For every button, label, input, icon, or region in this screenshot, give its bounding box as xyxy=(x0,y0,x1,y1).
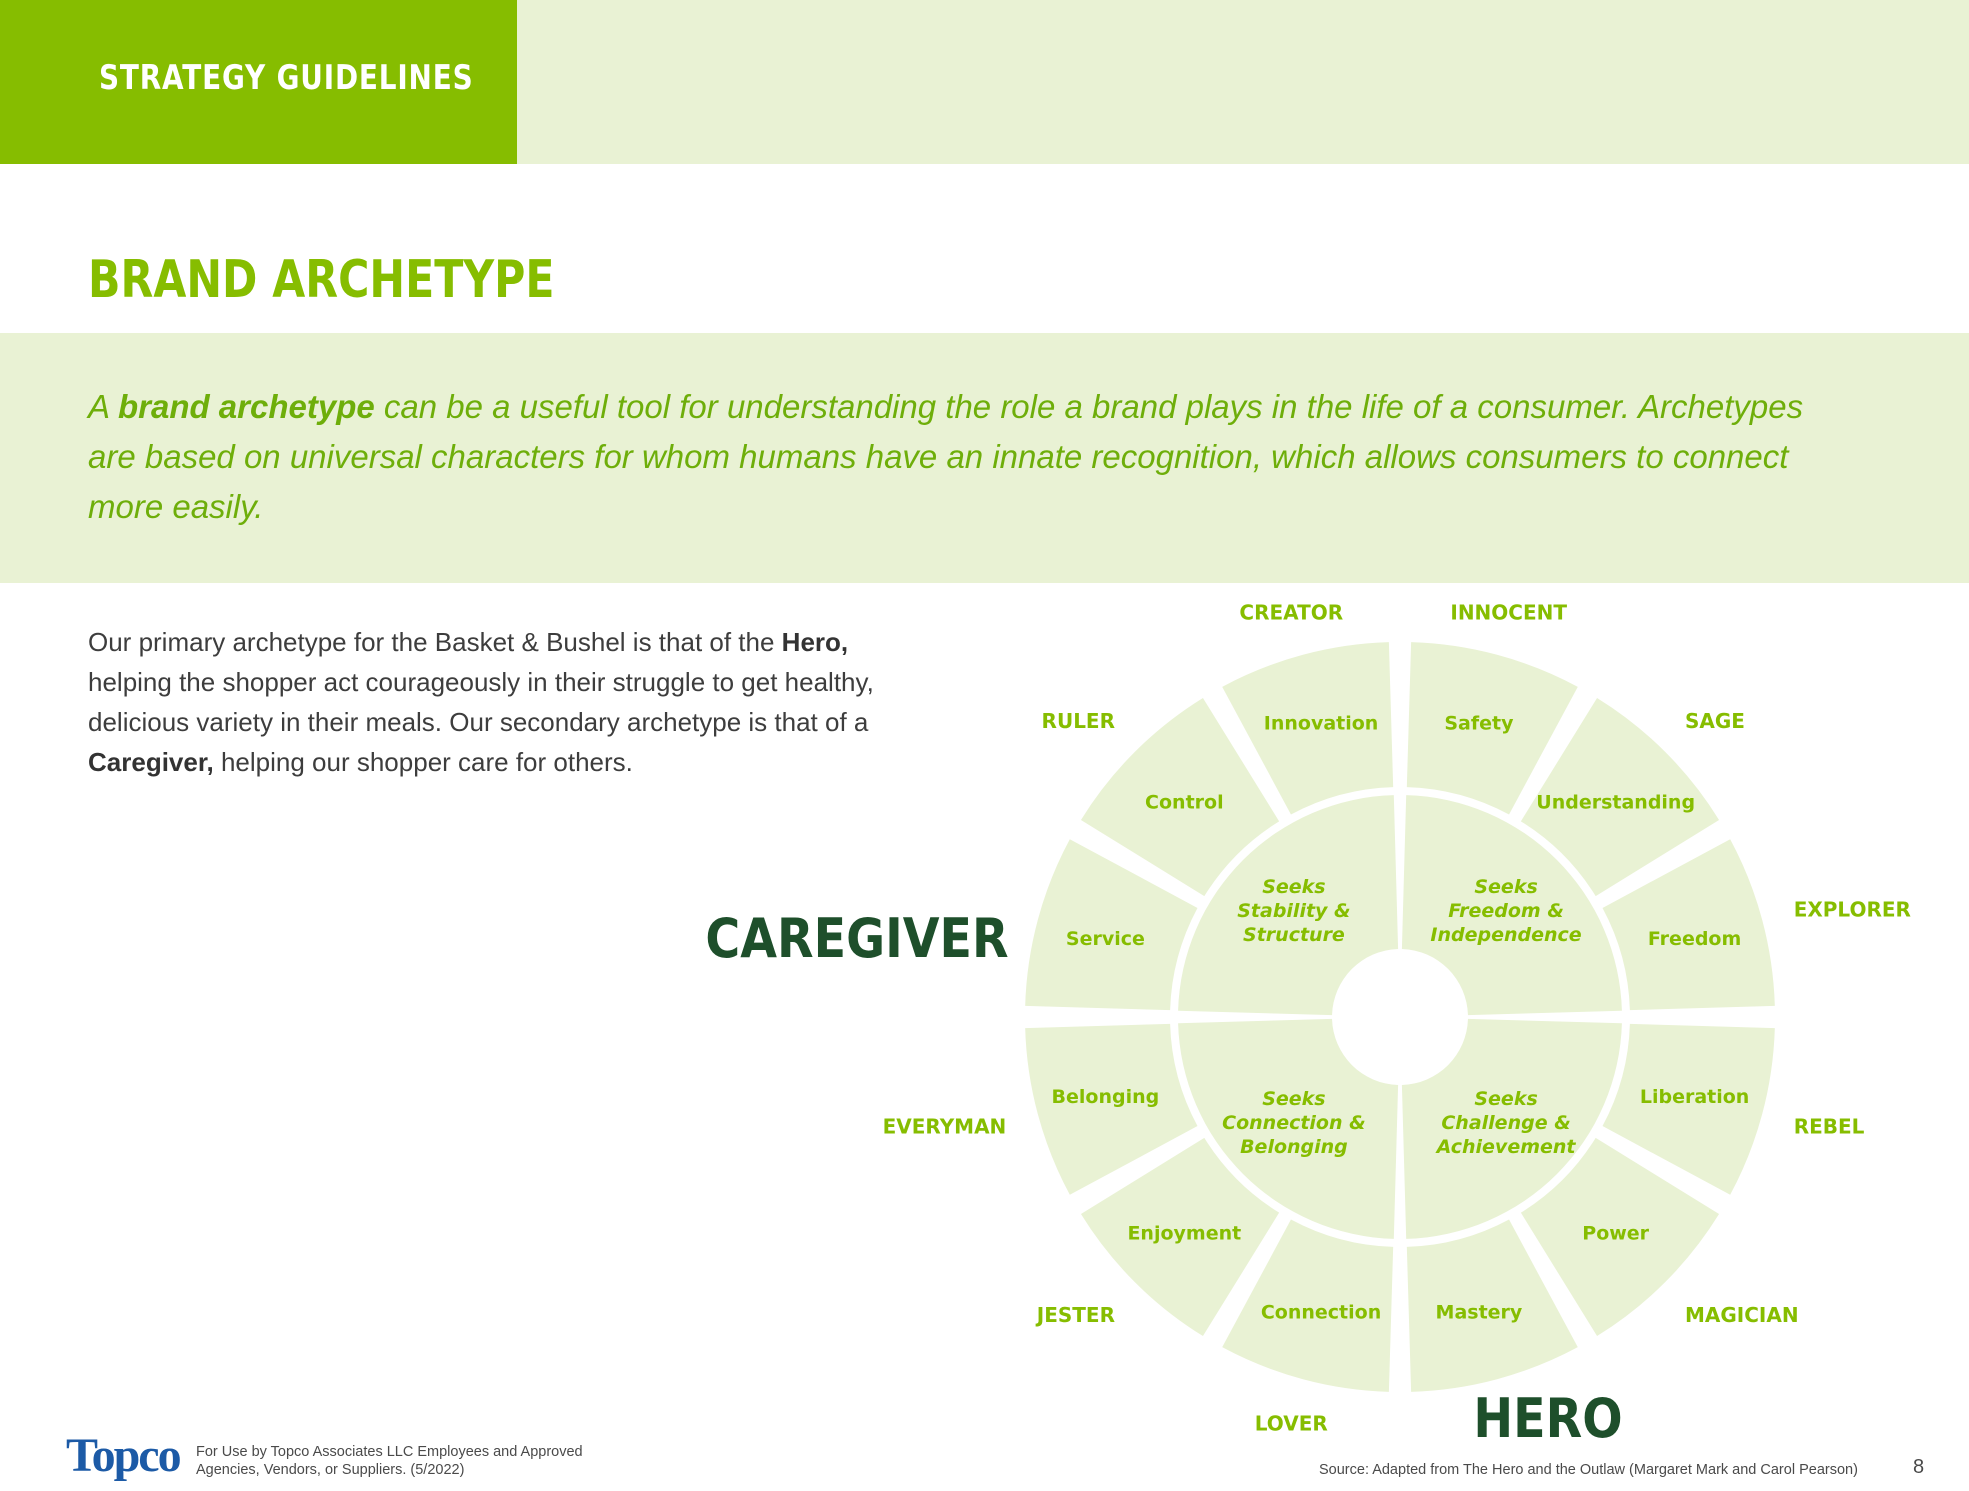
trait-label: Service xyxy=(1066,928,1145,950)
quadrant-label-line: Structure xyxy=(1243,924,1345,946)
trait-label: Connection xyxy=(1261,1302,1381,1324)
trait-segment xyxy=(1520,1137,1720,1337)
quadrant-label-line: Independence xyxy=(1430,924,1581,946)
archetype-labels: INNOCENT SAGE EXPLORER REBEL MAGICIAN LOVER JE… xyxy=(883,600,1911,1435)
trait-labels: SafetyUnderstandingFreedomLiberationPowe… xyxy=(1052,712,1750,1323)
trait-segment xyxy=(1080,697,1280,897)
archetype-label: LOVER xyxy=(1255,1412,1328,1436)
trait-label: Understanding xyxy=(1536,791,1695,813)
archetype-label: EXPLORER xyxy=(1794,897,1911,921)
trait-segment xyxy=(1080,1137,1280,1337)
center-hole xyxy=(1338,955,1462,1079)
body-text-2: helping the shopper act courageously in … xyxy=(88,667,874,737)
topco-logo: Topco xyxy=(66,1429,182,1482)
inner-ring xyxy=(1178,795,1622,1239)
usage-note: For Use by Topco Associates LLC Employee… xyxy=(196,1444,583,1478)
quadrant-label-line: Challenge & xyxy=(1441,1112,1570,1134)
body-bold-hero: Hero, xyxy=(781,627,849,657)
quadrant-label-line: Seeks xyxy=(1262,876,1325,898)
page-number: 8 xyxy=(1913,1456,1925,1478)
secondary-archetype-label: CAREGIVER xyxy=(705,907,1008,970)
trait-segment xyxy=(1406,1219,1578,1392)
trait-segment xyxy=(1406,642,1578,815)
trait-segment xyxy=(1222,642,1394,815)
archetype-label: REBEL xyxy=(1794,1115,1865,1139)
quadrant-label-line: Seeks xyxy=(1262,1088,1325,1110)
outer-ring xyxy=(1025,642,1775,1392)
intro-text-bold: brand archetype xyxy=(117,388,375,425)
archetype-label: CREATOR xyxy=(1239,600,1343,624)
archetype-label: MAGICIAN xyxy=(1685,1303,1799,1327)
section-tab xyxy=(0,0,517,164)
archetype-label: RULER xyxy=(1042,709,1115,733)
primary-archetype-label: HERO xyxy=(1473,1387,1622,1450)
trait-label: Safety xyxy=(1444,712,1514,734)
quadrant-segment xyxy=(1401,1018,1622,1239)
trait-label: Control xyxy=(1145,791,1224,813)
archetype-label: EVERYMAN xyxy=(883,1115,1007,1139)
trait-label: Enjoyment xyxy=(1127,1223,1241,1245)
archetype-label: SAGE xyxy=(1685,709,1745,733)
archetype-label: JESTER xyxy=(1035,1303,1115,1327)
page-title: BRAND ARCHETYPE xyxy=(88,250,555,310)
intro-band xyxy=(0,333,1969,583)
trait-label: Innovation xyxy=(1264,712,1379,734)
quadrant-label-line: Stability & xyxy=(1237,900,1350,922)
trait-label: Liberation xyxy=(1640,1086,1749,1108)
quadrant-label-line: Connection & xyxy=(1222,1112,1366,1134)
source-note: Source: Adapted from The Hero and the Ou… xyxy=(1319,1462,1858,1478)
body-bold-caregiver: Caregiver, xyxy=(88,747,214,777)
trait-label: Mastery xyxy=(1436,1302,1523,1324)
trait-segment xyxy=(1520,697,1720,897)
quadrant-label-line: Belonging xyxy=(1240,1136,1348,1158)
quadrant-label-line: Seeks xyxy=(1474,876,1537,898)
quadrant-label-line: Achievement xyxy=(1435,1136,1577,1158)
trait-segment xyxy=(1602,839,1775,1011)
trait-segment xyxy=(1222,1219,1394,1392)
quadrant-segment xyxy=(1178,795,1399,1016)
quadrant-segment xyxy=(1178,1018,1399,1239)
intro-paragraph: A brand archetype can be a useful tool f… xyxy=(88,382,1808,532)
body-text-3: helping our shopper care for others. xyxy=(213,747,633,777)
intro-text-part2: can be a useful tool for understanding t… xyxy=(88,388,1804,525)
trait-segment xyxy=(1025,839,1198,1011)
section-title: STRATEGY GUIDELINES xyxy=(99,58,474,98)
quadrant-label-line: Freedom & xyxy=(1448,900,1564,922)
trait-segment xyxy=(1025,1023,1198,1195)
body-paragraph: Our primary archetype for the Basket & B… xyxy=(88,622,928,782)
trait-label: Belonging xyxy=(1052,1086,1160,1108)
trait-label: Power xyxy=(1582,1223,1649,1245)
trait-segment xyxy=(1602,1023,1775,1195)
intro-text-part1: A xyxy=(88,388,118,425)
quadrant-segment xyxy=(1401,795,1622,1016)
archetype-label: INNOCENT xyxy=(1450,600,1567,624)
body-text-1: Our primary archetype for the Basket & B… xyxy=(88,627,782,657)
trait-label: Freedom xyxy=(1648,928,1741,950)
quadrant-label-line: Seeks xyxy=(1474,1088,1537,1110)
